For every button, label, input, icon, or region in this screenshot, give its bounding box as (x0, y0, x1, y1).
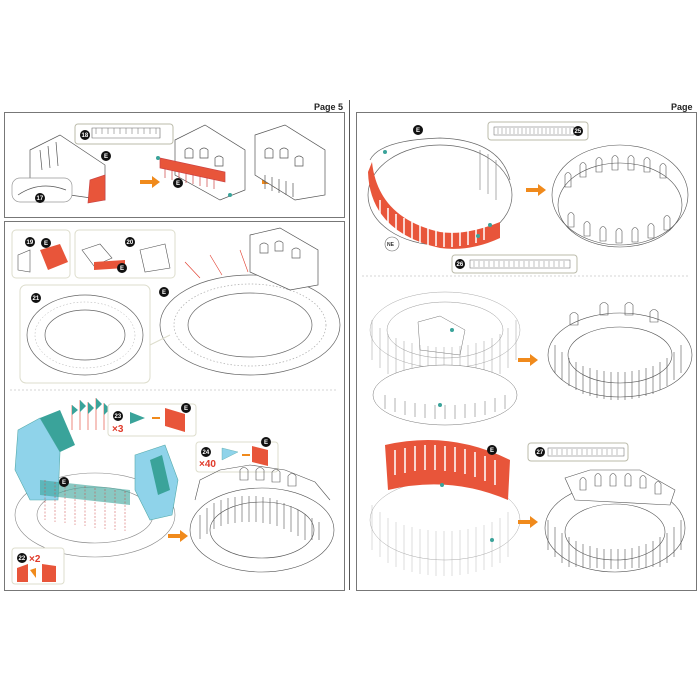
step-25-strip: 25 (487, 121, 589, 141)
svg-text:E: E (44, 241, 48, 247)
ring-result-1 (551, 144, 689, 248)
ring-result-2 (547, 302, 693, 400)
part-e-badge-3: E (159, 287, 169, 297)
step-18-number: 18 (82, 133, 89, 139)
svg-text:E: E (162, 290, 166, 296)
red-wall-ring: E NE (367, 125, 513, 252)
svg-text:E: E (62, 480, 66, 486)
svg-text:E: E (176, 181, 180, 187)
step-18-strip: 18 (74, 123, 174, 145)
step-21-group: 21 (19, 284, 151, 384)
step-17-number: 17 (37, 196, 44, 202)
step-23-number: 23 (115, 414, 122, 420)
step-20-group: 20 E (74, 229, 176, 279)
page-label-left: Page 5 (314, 102, 344, 112)
step-22-callout: 22 ×2 (11, 547, 65, 585)
step-26-strip: 26 (451, 254, 578, 274)
step-25-number: 25 (575, 129, 582, 135)
step-23-callout: 23 ×3 E (107, 403, 197, 437)
top-red-wall-assembly: E (369, 440, 521, 576)
step-19-group: 19 E (11, 229, 71, 279)
connector-line (149, 334, 171, 346)
ring-result-3 (544, 469, 686, 573)
page-divider (349, 100, 350, 590)
step-17-badge: 17 (35, 193, 45, 203)
svg-text:E: E (416, 128, 420, 134)
step-24-callout: 24 ×40 E (195, 437, 279, 473)
step-19-number: 19 (27, 240, 34, 246)
svg-text:E: E (184, 406, 188, 412)
finished-ring-page-5 (189, 464, 335, 573)
arrow-right-icon (140, 176, 160, 188)
step-27-number: 27 (537, 450, 544, 456)
step-21-number: 21 (33, 296, 40, 302)
step-18-result (254, 124, 326, 201)
wall-assembly-illustration: E (14, 398, 179, 558)
step-22-number: 22 (19, 556, 26, 562)
svg-text:E: E (120, 266, 124, 272)
svg-text:E: E (264, 440, 268, 446)
arrow-right-icon (518, 516, 538, 528)
stacked-ring-assembly (369, 291, 521, 426)
part-e-badge-1: E (101, 151, 111, 161)
step-17-illustration (11, 134, 106, 204)
arrow-right-icon (526, 184, 546, 196)
step-24-number: 24 (203, 450, 210, 456)
orientation-ne-label: NE (387, 242, 395, 248)
step-18-illustration (156, 124, 246, 201)
svg-text:E: E (490, 448, 494, 454)
arrow-right-icon (168, 530, 188, 542)
step-27-strip: 27 (527, 442, 629, 462)
ring-base-e (159, 227, 341, 376)
multiplier-22: ×2 (29, 554, 41, 565)
part-e-label: E (104, 154, 108, 160)
part-e-badge-2: E (173, 178, 183, 188)
multiplier-24: ×40 (199, 459, 216, 470)
step-26-number: 26 (457, 262, 464, 268)
multiplier-23: ×3 (112, 424, 124, 435)
step-20-number: 20 (127, 240, 134, 246)
arrow-right-icon (518, 354, 538, 366)
